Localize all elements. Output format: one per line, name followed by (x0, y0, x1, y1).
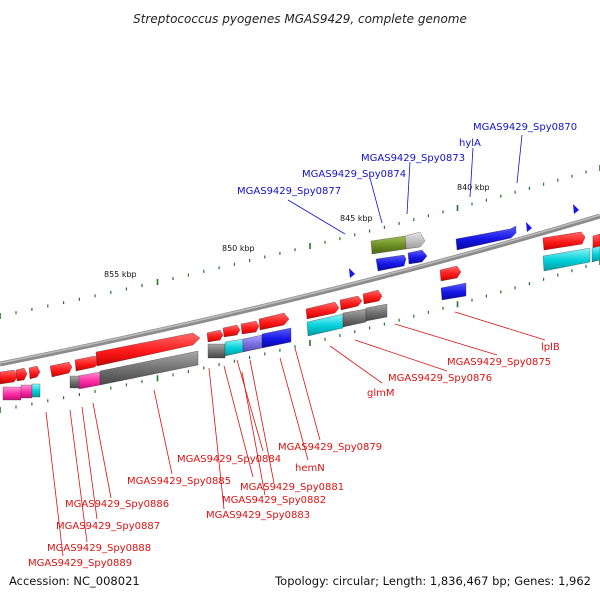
scale-label-850: 850 kbp (222, 244, 255, 253)
gene-label-spy0884[interactable]: MGAS9429_Spy0884 (177, 454, 281, 465)
gene-cyan (542, 247, 591, 272)
direction-markers (349, 204, 579, 278)
gene-reverse-blue (375, 254, 407, 272)
gene-label-spy0873[interactable]: MGAS9429_Spy0873 (361, 153, 465, 164)
gene-grey (69, 375, 80, 389)
gene-purple (242, 334, 263, 353)
scale-label-845: 845 kbp (340, 214, 373, 223)
gene-forward (206, 329, 224, 343)
leader-lines-top (287, 134, 523, 235)
gene-label-spy0879[interactable]: MGAS9429_Spy0879 (278, 442, 382, 453)
lower-band-genes (0, 265, 467, 401)
gene-grey (342, 308, 367, 328)
gene-forward (362, 289, 383, 305)
gene-magenta (2, 386, 22, 401)
gene-forward (222, 324, 241, 338)
map-title: Streptococcus pyogenes MGAS9429, complet… (133, 12, 467, 26)
gene-forward (439, 265, 462, 282)
gene-forward (28, 365, 41, 380)
gene-cyan (591, 245, 600, 263)
genome-backbone-highlight (0, 214, 600, 364)
gene-label-spy0882[interactable]: MGAS9429_Spy0882 (222, 495, 326, 506)
gene-grey (99, 350, 199, 386)
gene-label-spy0875[interactable]: MGAS9429_Spy0875 (447, 357, 551, 368)
gene-forward (95, 332, 201, 367)
gene-cyan (31, 383, 41, 398)
gene-label-hemn[interactable]: hemN (295, 463, 325, 474)
gene-forward (339, 295, 363, 311)
gene-forward (305, 301, 340, 320)
gene-label-spy0876[interactable]: MGAS9429_Spy0876 (388, 373, 492, 384)
gene-label-spy0881[interactable]: MGAS9429_Spy0881 (240, 482, 344, 493)
gene-magenta (20, 384, 33, 399)
accession-text: Accession: NC_008021 (9, 574, 140, 588)
genome-summary-text: Topology: circular; Length: 1,836,467 bp… (274, 574, 591, 588)
gene-reverse-blue (440, 282, 467, 301)
gene-magenta (77, 371, 101, 390)
gene-forward (592, 233, 600, 251)
gene-cyan (224, 338, 244, 357)
gene-cog-lightgrey (404, 231, 426, 250)
gene-forward (240, 320, 260, 335)
gene-label-spy0877[interactable]: MGAS9429_Spy0877 (237, 186, 341, 197)
gene-reverse-blue (407, 249, 428, 265)
gene-label-lplb[interactable]: lplB (541, 342, 560, 353)
gene-cog-green (370, 235, 407, 255)
gene-forward (49, 361, 73, 378)
genome-backbone (0, 213, 600, 367)
gene-label-glmm[interactable]: glmM (367, 388, 395, 399)
scale-label-855: 855 kbp (104, 270, 137, 279)
upper-band-genes (370, 225, 600, 272)
gene-label-spy0885[interactable]: MGAS9429_Spy0885 (127, 476, 231, 487)
gene-label-spy0886[interactable]: MGAS9429_Spy0886 (65, 499, 169, 510)
gene-grey (365, 303, 388, 322)
gene-forward (74, 355, 100, 372)
forward-genes-upper (542, 231, 600, 251)
gene-label-spy0870[interactable]: MGAS9429_Spy0870 (473, 122, 577, 133)
gene-label-spy0874[interactable]: MGAS9429_Spy0874 (302, 169, 406, 180)
gene-label-spy0883[interactable]: MGAS9429_Spy0883 (206, 510, 310, 521)
gene-label-spy0888[interactable]: MGAS9429_Spy0888 (47, 543, 151, 554)
scale-label-840: 840 kbp (457, 183, 490, 192)
gene-label-spy0887[interactable]: MGAS9429_Spy0887 (56, 521, 160, 532)
gene-reverse-blue (261, 327, 292, 349)
gene-cyan (306, 313, 344, 337)
gene-forward (15, 367, 28, 382)
gene-reverse-blue (455, 225, 517, 251)
leader-lines-bottom (45, 311, 546, 557)
gene-forward (542, 231, 586, 251)
gene-label-hyla[interactable]: hylA (459, 138, 481, 149)
gene-forward (258, 312, 290, 331)
gene-label-spy0889[interactable]: MGAS9429_Spy0889 (28, 558, 132, 569)
gene-forward (0, 369, 19, 385)
gene-grey (207, 343, 226, 359)
tick-marks (0, 165, 600, 413)
